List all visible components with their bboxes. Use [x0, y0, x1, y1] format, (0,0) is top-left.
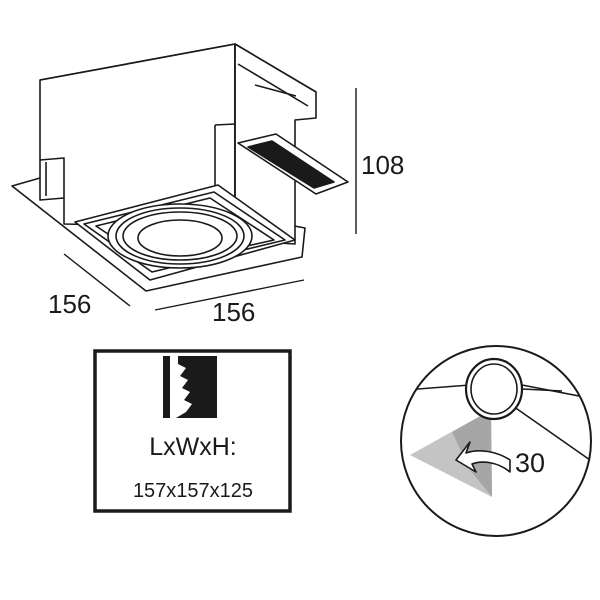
ceiling-cutout-icon [163, 356, 217, 418]
cutout-spec-box: LxWxH: 157x157x125 [93, 349, 292, 513]
width-dimension-line [154, 279, 305, 311]
driver-slot [247, 140, 335, 189]
lamp-ring-outer [107, 203, 253, 269]
cutout-label: LxWxH: [149, 433, 237, 461]
tilt-angle-label: 30 [515, 448, 545, 478]
height-label: 108 [361, 150, 404, 180]
lamp-ring-inner [137, 219, 223, 257]
housing-drawing [11, 43, 349, 292]
depth-label: 156 [48, 289, 91, 319]
cutout-value: 157x157x125 [133, 480, 253, 502]
tilt-detail: 30 [400, 345, 592, 537]
depth-dimension-line [63, 253, 131, 307]
detail-circle [400, 345, 592, 537]
rotate-arrow-icon [455, 441, 511, 473]
width-label: 156 [212, 297, 255, 327]
dimension-lines [63, 88, 357, 311]
